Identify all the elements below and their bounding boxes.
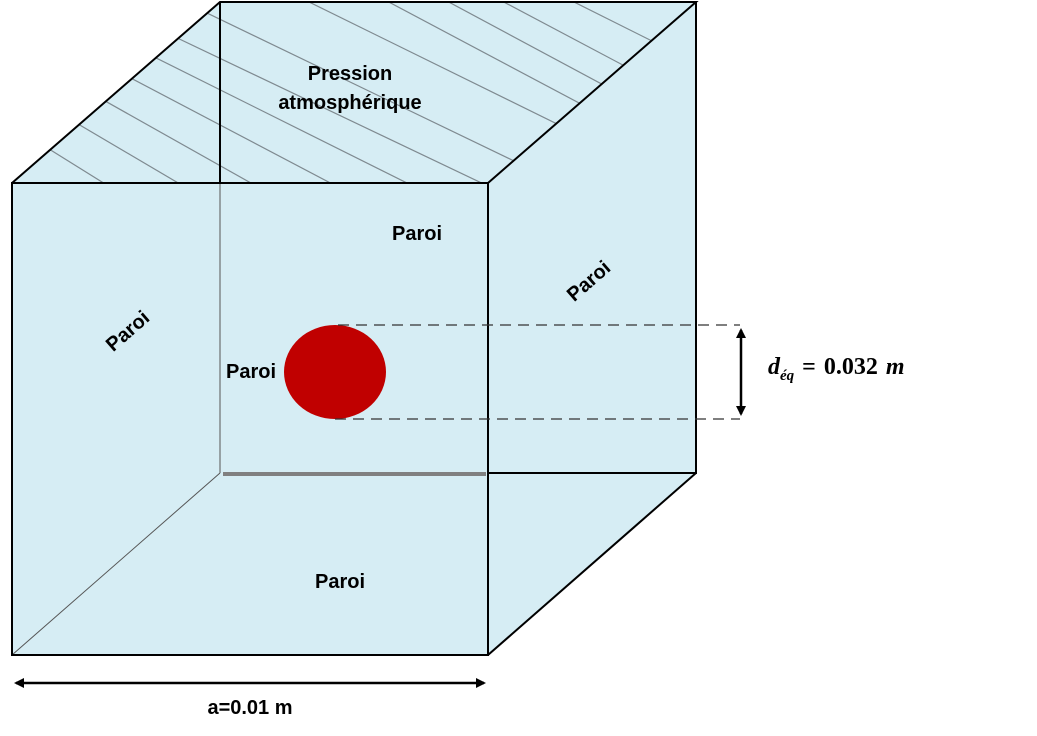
bottom-wall-label: Paroi [315,571,365,593]
inner-left-wall-label: Paroi [226,361,276,383]
top-face [12,2,696,183]
diameter-value: 0.032 [824,354,878,380]
diameter-symbol: d [768,354,781,380]
back-edges [11,2,486,656]
diameter-guides [335,324,740,420]
diameter-unit: m [886,354,905,380]
top-label-line2: atmosphérique [278,92,421,114]
diameter-formula: déq = 0.032 m [768,354,905,384]
bubble [284,325,386,419]
right-face [488,2,696,655]
diameter-subscript: éq [780,368,795,384]
top-label-line1: Pression [308,63,392,85]
back-wall-label: Paroi [392,223,442,245]
diameter-equals: = [802,354,816,380]
dimension-label: a=0.01 m [207,697,292,719]
